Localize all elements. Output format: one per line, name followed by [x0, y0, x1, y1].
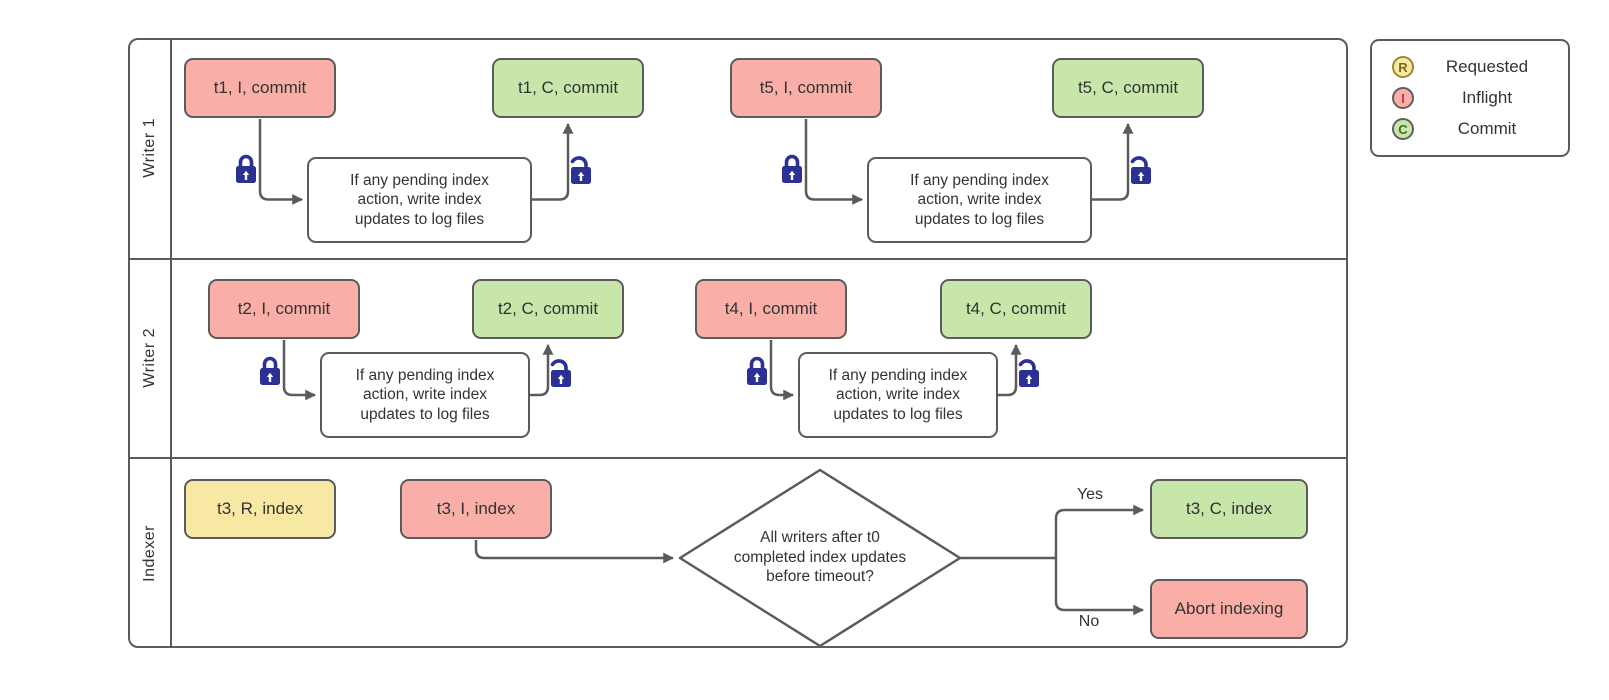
arrow-yes-branch — [1054, 504, 1145, 558]
connectors — [258, 119, 1145, 616]
lane-label-indexer: Indexer — [141, 524, 158, 582]
lane-label-divider — [170, 40, 172, 646]
legend-item-requested: R Requested — [1392, 56, 1556, 78]
node-t3-inflight: t3, I, index — [400, 479, 552, 539]
no-branch-label: No — [1078, 613, 1100, 630]
pool-frame — [128, 38, 1348, 648]
node-t4-commit: t4, C, commit — [940, 279, 1092, 339]
node-t3-commit: t3, C, index — [1150, 479, 1308, 539]
node-t4-inflight: t4, I, commit — [695, 279, 847, 339]
process-note-writer1-t1: If any pending index action, write index… — [307, 157, 532, 243]
legend-label: Inflight — [1461, 88, 1513, 107]
legend-label: Commit — [1457, 119, 1517, 138]
node-t5-inflight: t5, I, commit — [730, 58, 882, 118]
node-abort-indexing: Abort indexing — [1150, 579, 1308, 639]
lane-label-writer1: Writer 1 — [141, 118, 158, 178]
process-note-writer2-t2: If any pending index action, write index… — [320, 352, 530, 438]
decision-question: All writers after t0 completed index upd… — [733, 529, 907, 586]
node-t1-commit: t1, C, commit — [492, 58, 644, 118]
legend-item-commit: C Commit — [1392, 118, 1556, 140]
arrow-process-to-t2-commit — [530, 343, 554, 397]
arrow-process-to-t5-commit — [1092, 122, 1134, 201]
process-note-writer2-t4: If any pending index action, write index… — [798, 352, 998, 438]
inflight-state-icon: I — [1392, 87, 1414, 109]
node-t2-inflight: t2, I, commit — [208, 279, 360, 339]
yes-branch-label: Yes — [1076, 486, 1104, 503]
lane-label-writer2: Writer 2 — [141, 328, 158, 388]
lane-divider — [129, 457, 1348, 459]
node-t3-requested: t3, R, index — [184, 479, 336, 539]
node-t5-commit: t5, C, commit — [1052, 58, 1204, 118]
arrow-t2-inflight-to-process — [282, 340, 317, 401]
arrow-t4-inflight-to-process — [769, 340, 795, 401]
lane-divider — [129, 258, 1348, 260]
process-note-writer1-t5: If any pending index action, write index… — [867, 157, 1092, 243]
arrow-process-to-t1-commit — [532, 122, 574, 201]
node-t2-commit: t2, C, commit — [472, 279, 624, 339]
node-t1-inflight: t1, I, commit — [184, 58, 336, 118]
requested-state-icon: R — [1392, 56, 1414, 78]
arrow-t3-inflight-to-decision — [474, 540, 675, 564]
legend-label: Requested — [1445, 57, 1529, 76]
legend: R Requested I Inflight C Commit — [1370, 39, 1570, 157]
arrow-process-to-t4-commit — [998, 343, 1022, 397]
arrow-t5-inflight-to-process — [804, 119, 864, 205]
legend-item-inflight: I Inflight — [1392, 87, 1556, 109]
commit-state-icon: C — [1392, 118, 1414, 140]
arrow-t1-inflight-to-process — [258, 119, 304, 205]
arrow-no-branch — [1054, 558, 1145, 616]
